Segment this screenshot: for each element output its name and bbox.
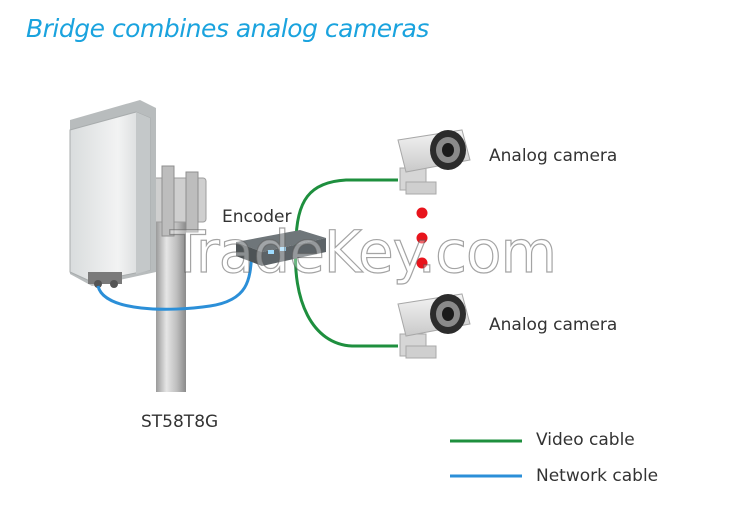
camera-top-label: Analog camera — [489, 146, 618, 166]
analog-camera-top-icon — [397, 129, 471, 195]
bridge-antenna-icon — [69, 100, 156, 288]
bridge-model-label: ST58T8G — [141, 412, 219, 432]
video-cable-bottom — [294, 243, 398, 348]
mounting-pole — [149, 165, 207, 392]
diagram-title: Bridge combines analog cameras — [26, 14, 429, 43]
legend-video-label: Video cable — [536, 430, 635, 450]
encoder-label: Encoder — [222, 207, 292, 227]
watermark: TradeKey.com — [169, 217, 557, 286]
network-cable — [96, 251, 254, 311]
analog-camera-bottom-icon — [397, 293, 471, 359]
ellipsis-dot-1 — [416, 207, 428, 219]
legend-network-label: Network cable — [536, 466, 659, 486]
ellipsis-dot-2 — [416, 232, 428, 244]
encoder-icon — [236, 230, 326, 266]
video-cable-top — [294, 178, 398, 245]
ellipsis-dot-3 — [416, 257, 428, 269]
camera-bottom-label: Analog camera — [489, 315, 618, 335]
